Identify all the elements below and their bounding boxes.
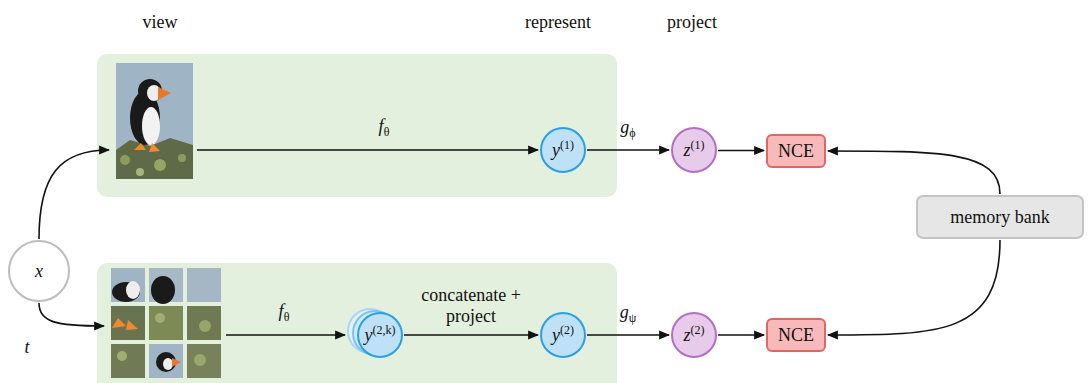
connector-arrow — [828, 240, 1000, 335]
node-text: x — [35, 261, 43, 282]
connector-arrow — [828, 151, 1000, 194]
loss-box: NCE — [766, 134, 826, 168]
puffin-image — [116, 63, 193, 179]
node-text: z(2) — [683, 324, 704, 346]
view-band — [97, 54, 617, 197]
node-text: y(2,k) — [365, 324, 396, 346]
node-text: y(1) — [552, 139, 574, 161]
representation-circle: y(1) — [540, 127, 586, 173]
representation-circle: y(2,k) — [357, 312, 403, 358]
connector-arrow — [718, 334, 764, 336]
encoder-label: fθ — [379, 116, 390, 140]
node-text: NCE — [778, 141, 814, 162]
edge-label: concatenate + project — [406, 285, 536, 326]
encoder-label: fθ — [279, 301, 290, 325]
view-band — [97, 263, 617, 383]
patch-grid — [111, 268, 221, 378]
column-header: represent — [525, 12, 591, 33]
column-header: view — [143, 12, 178, 33]
view-arrows — [39, 150, 538, 335]
node-text: NCE — [778, 325, 814, 346]
node-text: z(1) — [683, 139, 704, 161]
loss-box: NCE — [766, 318, 826, 352]
node-text: y(2) — [552, 324, 574, 346]
node-text: memory bank — [950, 207, 1049, 228]
transform-label: t — [24, 337, 29, 358]
representation-circle: y(2) — [540, 312, 586, 358]
connector-arrow — [587, 334, 669, 336]
memory-bank-box: memory bank — [916, 195, 1084, 239]
projection-circle: z(2) — [671, 312, 717, 358]
edge-label: gψ — [620, 302, 637, 326]
edge-label: gϕ — [620, 117, 635, 141]
connector-arrow — [718, 150, 764, 152]
input-circle: x — [8, 240, 70, 302]
projection-circle: z(1) — [671, 127, 717, 173]
column-header: project — [667, 12, 717, 33]
connector-arrow — [404, 334, 538, 336]
connector-arrow — [587, 149, 669, 151]
